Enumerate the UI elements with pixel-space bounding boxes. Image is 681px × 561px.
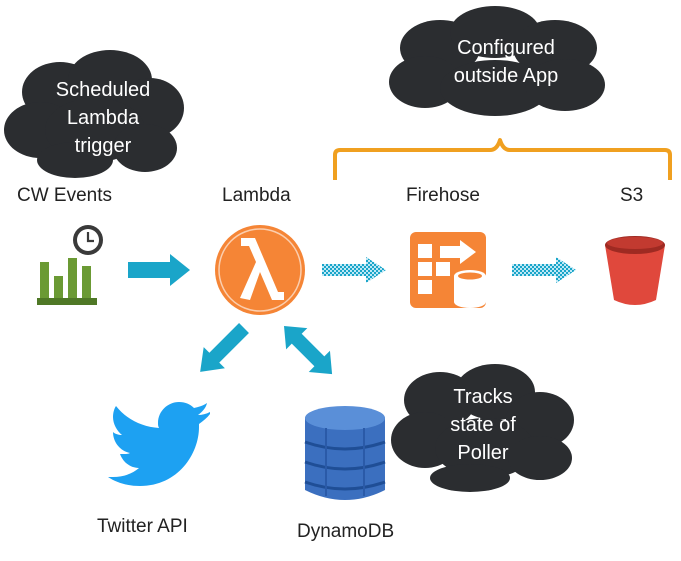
cw-events-icon [37,225,103,305]
arrow-lambda-dynamodb [284,326,333,375]
cw-events-label: CW Events [17,185,113,206]
lambda-icon [215,225,305,315]
tracks-state-cloud [391,364,574,492]
arrow-lambda-to-twitter [200,323,249,372]
arrow-cw-to-lambda [128,254,190,286]
cloud-line: Tracks [453,386,513,408]
twitter-api-label: Twitter API [97,516,188,537]
dynamodb-icon [304,406,386,500]
firehose-label: Firehose [406,185,480,206]
arrow-lambda-to-firehose [322,257,386,283]
cloud-line: Poller [457,442,509,464]
tracks-state-text: Tracks state of Poller [433,383,533,467]
cloud-line: outside App [453,65,559,87]
cloud-line: trigger [74,135,132,157]
configured-outside-cloud [389,6,605,116]
s3-bucket-icon [605,236,665,305]
scheduled-trigger-text: Scheduled Lambda trigger [48,76,158,160]
s3-label: S3 [620,185,644,206]
dynamodb-label: DynamoDB [297,521,395,542]
cloud-line: state of [450,414,516,436]
cloud-line: Scheduled [55,79,151,101]
configured-outside-text: Configured outside App [436,34,576,90]
configured-bracket [333,138,672,180]
scheduled-trigger-cloud [4,50,184,178]
arrow-firehose-to-s3 [512,257,576,283]
cloud-line: Configured [457,37,555,59]
cloud-line: Lambda [66,107,140,129]
twitter-bird-icon [108,402,210,486]
firehose-icon [410,232,486,308]
lambda-label: Lambda [222,185,291,206]
